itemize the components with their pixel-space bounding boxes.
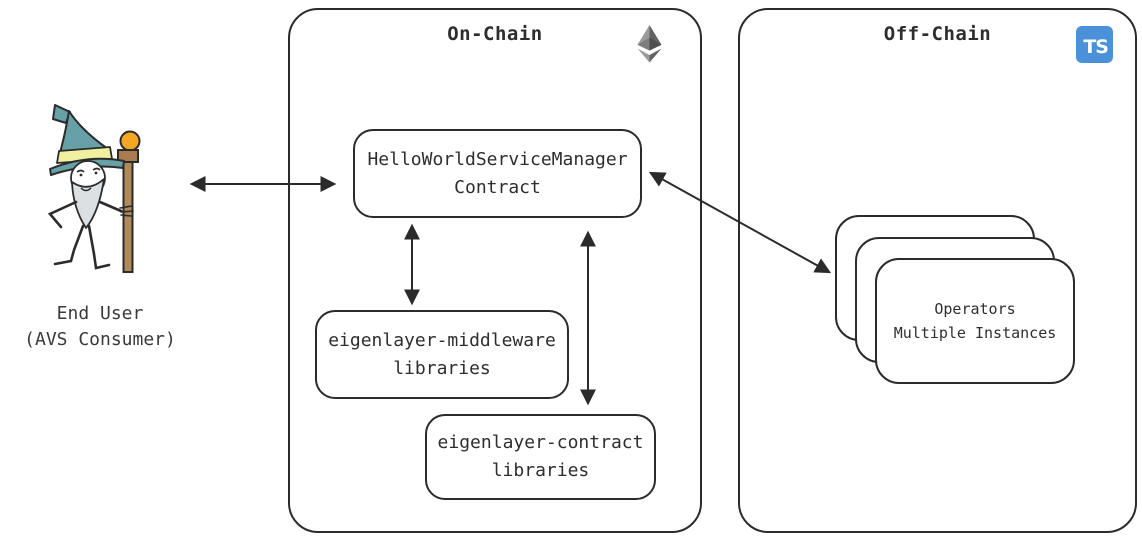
service-manager-line1: HelloWorldServiceManager [367, 148, 628, 170]
service-manager-line2: Contract [454, 176, 541, 198]
contract-libs-line2: libraries [491, 460, 590, 481]
node-operators: Operators Multiple Instances [875, 258, 1075, 384]
end-user-label-line2: (AVS Consumer) [24, 329, 176, 350]
on-chain-title: On-Chain [447, 23, 543, 45]
contract-libs-line1: eigenlayer-contract [437, 432, 644, 453]
node-eigenlayer-middleware: eigenlayer-middleware libraries [315, 310, 569, 399]
operators-line2: Multiple Instances [893, 324, 1057, 342]
middleware-line2: libraries [393, 357, 491, 379]
middleware-line1: eigenlayer-middleware [328, 329, 556, 351]
wizard-illustration [47, 104, 141, 273]
node-eigenlayer-contract: eigenlayer-contract libraries [425, 414, 656, 500]
off-chain-title: Off-Chain [883, 23, 992, 45]
operators-line1: Operators [934, 300, 1016, 318]
typescript-icon: TS [1076, 26, 1113, 63]
end-user-label-line1: End User [56, 303, 144, 324]
ethereum-icon [637, 25, 662, 63]
node-helloworld-service-manager: HelloWorldServiceManager Contract [353, 129, 642, 218]
end-user-label: End User (AVS Consumer) [0, 301, 200, 353]
typescript-icon-text: TS [1083, 36, 1109, 58]
